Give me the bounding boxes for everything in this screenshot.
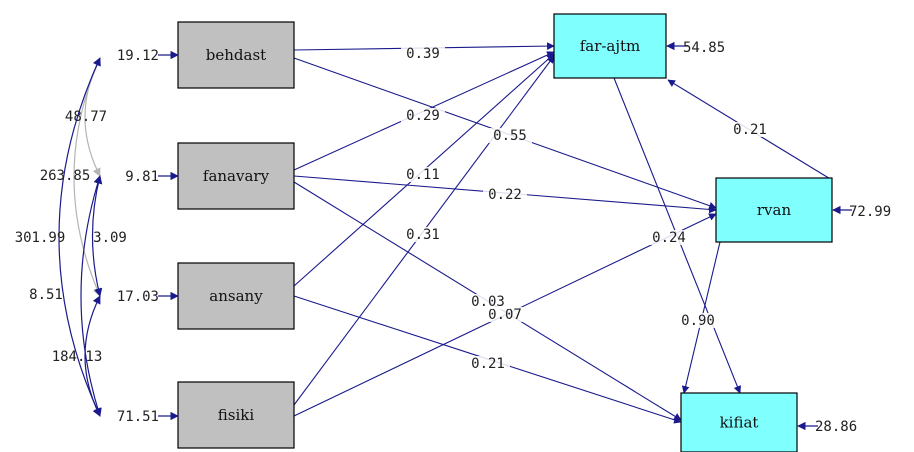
error-variance-fanavary: 9.81 [125, 169, 159, 185]
path-label-bg [401, 108, 445, 123]
node-box-behdast [177, 21, 295, 89]
error-variance-kifiat: 28.86 [815, 419, 857, 435]
label-layer: 48.77 263.85 301.99 3.09 8.51 184.13 0.39 0.55 0… [15, 40, 891, 435]
covariance-arc-fanavary-fisiki [80, 175, 102, 417]
path-label-bg [483, 187, 527, 202]
path-coefficient: 0.31 [406, 227, 440, 243]
path-label-bg [728, 122, 772, 137]
error-variance-rvan: 72.99 [849, 204, 891, 220]
path-coefficient: 0.39 [406, 46, 440, 62]
covariance-arc-behdast-ansany [73, 57, 101, 297]
path-label-bg [483, 307, 527, 322]
node-label-rvan: rvan [757, 201, 792, 219]
node-label-far-ajtm: far-ajtm [580, 37, 641, 55]
path-coefficient: 0.29 [406, 108, 440, 124]
path-label-bg [401, 46, 445, 61]
error-variance-fisiki: 71.51 [117, 409, 159, 425]
covariance-value: 263.85 [40, 168, 91, 184]
error-variance-behdast: 19.12 [117, 48, 159, 64]
path-label-bg [647, 230, 691, 245]
path-coefficient: 0.21 [471, 356, 505, 372]
path-label-bg [676, 313, 720, 328]
error-variance-far-ajtm: 54.85 [683, 40, 725, 56]
path-label-bg [466, 356, 510, 371]
path-coefficient: 0.11 [406, 167, 440, 183]
covariance-value: 3.09 [93, 230, 127, 246]
covariance-value: 184.13 [52, 349, 103, 365]
path-coefficient: 0.03 [471, 294, 505, 310]
node-label-behdast: behdast [206, 46, 266, 64]
node-box-fanavary [177, 142, 295, 210]
covariance-layer [58, 57, 103, 417]
error-variance-ansany: 17.03 [117, 289, 159, 305]
node-box-rvan [715, 177, 833, 243]
node-box-kifiat [680, 392, 798, 452]
node-label-kifiat: kifiat [720, 414, 759, 432]
node-layer: behdast fanavary ansany fisiki far-ajtm rvan k… [158, 13, 852, 452]
covariance-value: 301.99 [15, 230, 66, 246]
covariance-arc-ansany-fisiki [84, 295, 101, 417]
covariance-value: 8.51 [29, 287, 63, 303]
path-label-bg [401, 167, 445, 182]
node-box-far-ajtm [553, 13, 667, 79]
covariance-value: 48.77 [65, 109, 107, 125]
covariance-arc-behdast-fisiki [58, 57, 101, 417]
path-label-bg [466, 294, 510, 309]
path-coefficient: 0.55 [493, 128, 527, 144]
node-label-ansany: ansany [209, 287, 263, 305]
path-coefficient: 0.22 [488, 187, 522, 203]
path-coefficient: 0.24 [652, 230, 686, 246]
path-label-bg [401, 227, 445, 242]
node-box-fisiki [177, 381, 295, 449]
path-coefficient: 0.07 [488, 307, 522, 323]
node-label-fisiki: fisiki [218, 406, 255, 424]
path-coefficient: 0.90 [681, 313, 715, 329]
path-coefficient: 0.21 [733, 122, 767, 138]
node-box-ansany [177, 262, 295, 330]
node-label-fanavary: fanavary [203, 167, 270, 185]
path-label-bg [488, 128, 532, 143]
